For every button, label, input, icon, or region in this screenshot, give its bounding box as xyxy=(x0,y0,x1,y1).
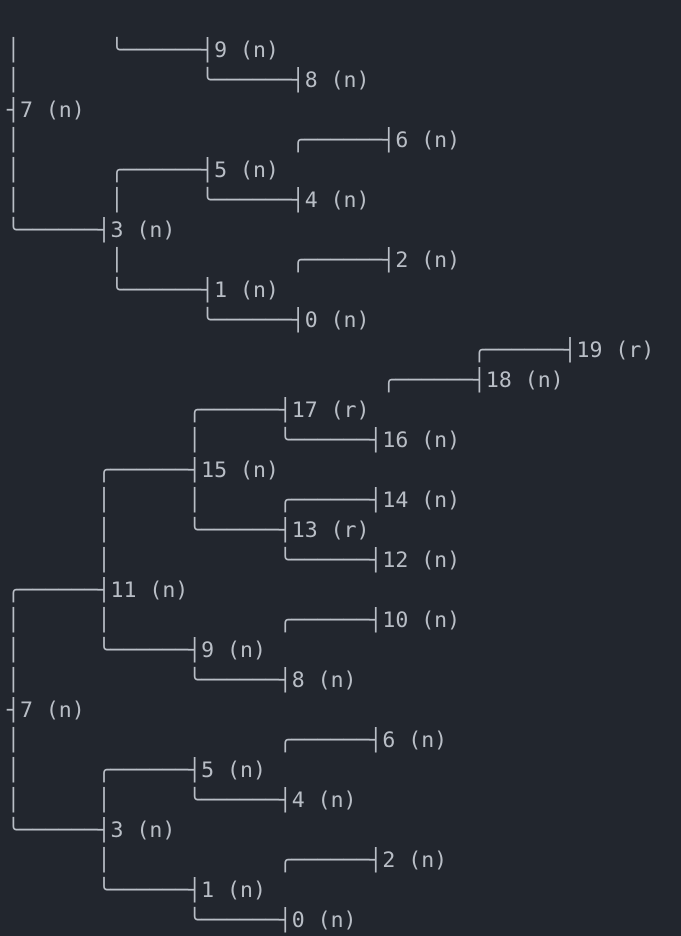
tree-line: │ ╭──────┤6 (n) xyxy=(7,728,448,753)
tree-line: │ ╰──────┤13 (r) xyxy=(7,518,370,543)
tree-line: │ ╰──────┤12 (n) xyxy=(7,548,461,573)
tree-line: │ ╰──────┤16 (n) xyxy=(7,428,461,453)
tree-output-lines: │ ╰──────┤9 (n) │ ╰──────┤8 (n) ┤7 (n) │… xyxy=(7,36,654,936)
tree-line: │ ╰──────┤8 (n) xyxy=(7,668,357,693)
tree-line: ╭──────┤19 (r) xyxy=(7,338,655,363)
tree-line: ╭──────┤17 (r) xyxy=(7,398,370,423)
tree-line: │ ╭──────┤5 (n) xyxy=(7,158,279,183)
tree-line: │ │ ╰──────┤4 (n) xyxy=(7,188,370,213)
tree-line: ╰──────┤0 (n) xyxy=(7,308,370,333)
tree-line: ┤7 (n) xyxy=(7,698,85,723)
tree-line: │ ╰──────┤9 (n) xyxy=(7,38,279,63)
tree-line: │ │ ╭──────┤14 (n) xyxy=(7,488,461,513)
tree-line: ╰──────┤0 (n) xyxy=(7,908,357,933)
tree-line: ╰──────┤3 (n) xyxy=(7,218,176,243)
tree-line: │ ╰──────┤8 (n) xyxy=(7,68,370,93)
tree-line: │ ╭──────┤5 (n) xyxy=(7,758,266,783)
tree-line: ╰──────┤3 (n) xyxy=(7,818,176,843)
tree-line: │ ╭──────┤2 (n) xyxy=(7,248,461,273)
tree-line: │ ╭──────┤2 (n) xyxy=(7,848,448,873)
tree-line: ┤7 (n) xyxy=(7,98,85,123)
tree-line: ╭──────┤18 (n) xyxy=(7,368,564,393)
tree-line: ╭──────┤11 (n) xyxy=(7,578,189,603)
tree-line: ╭──────┤15 (n) xyxy=(7,458,279,483)
tree-line: ╰──────┤1 (n) xyxy=(7,278,279,303)
tree-line: │ ╭──────┤6 (n) xyxy=(7,128,461,153)
tree-line: │ │ ╰──────┤4 (n) xyxy=(7,788,357,813)
tree-line: │ │ ╭──────┤10 (n) xyxy=(7,608,461,633)
tree-line: ╰──────┤1 (n) xyxy=(7,878,266,903)
tree-line: │ ╰──────┤9 (n) xyxy=(7,638,266,663)
